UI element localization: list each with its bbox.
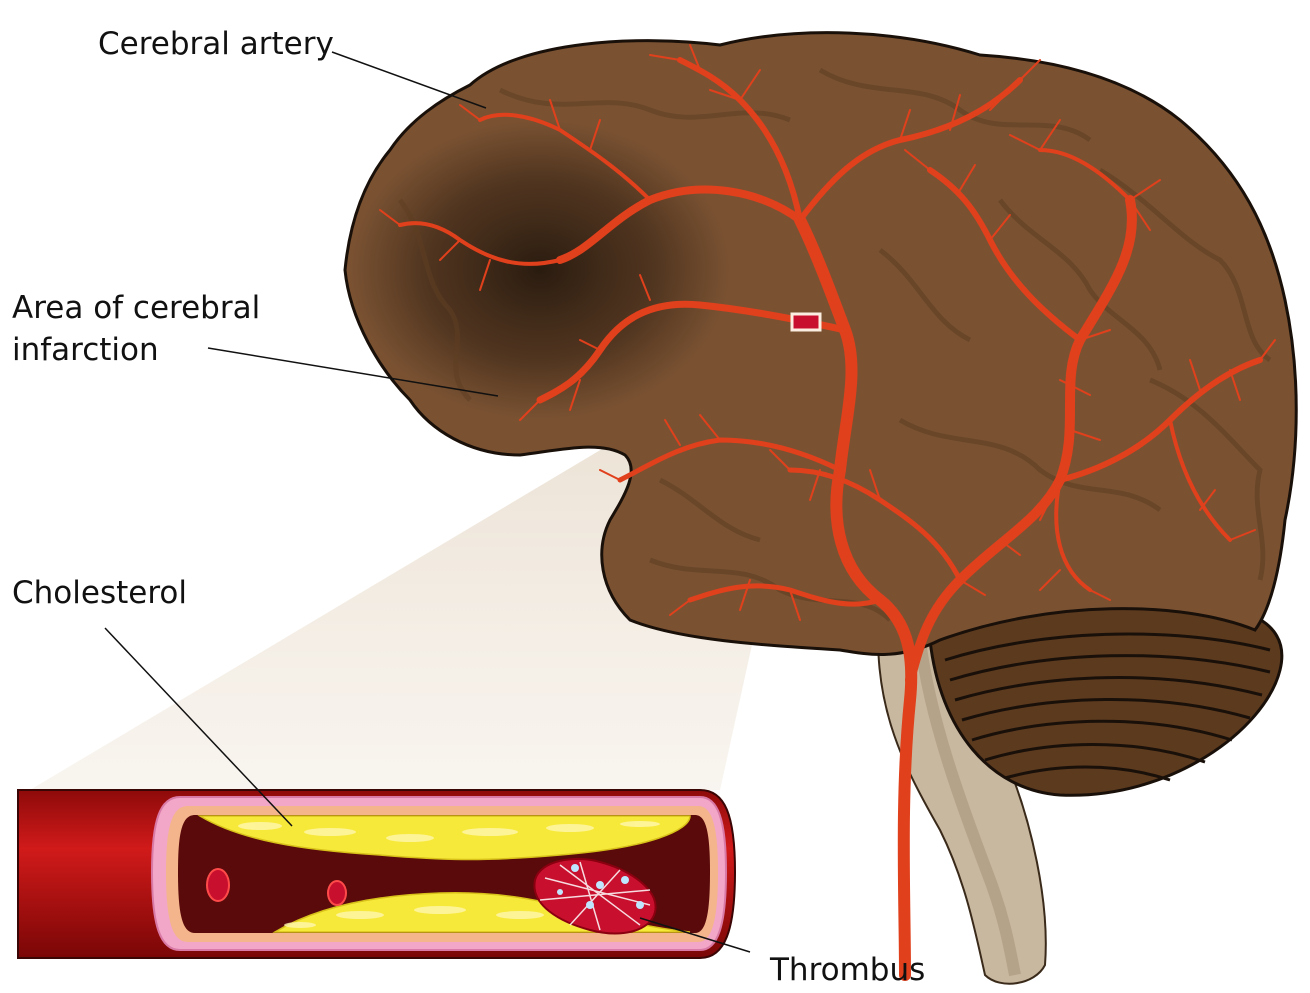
red-blood-cell: [328, 881, 346, 905]
cerebral-artery-leader: [332, 52, 486, 108]
cerebral-artery-label: Cerebral artery: [98, 25, 334, 63]
artery-inset: [18, 790, 735, 958]
blockage-marker: [792, 314, 820, 330]
infarction-label-line2: infarction: [12, 331, 159, 369]
infarction-area: [350, 120, 730, 420]
thrombus-label: Thrombus: [770, 951, 925, 989]
red-blood-cell: [207, 869, 229, 901]
cholesterol-label: Cholesterol: [12, 574, 187, 612]
infarction-label-line1: Area of cerebral: [12, 289, 260, 327]
